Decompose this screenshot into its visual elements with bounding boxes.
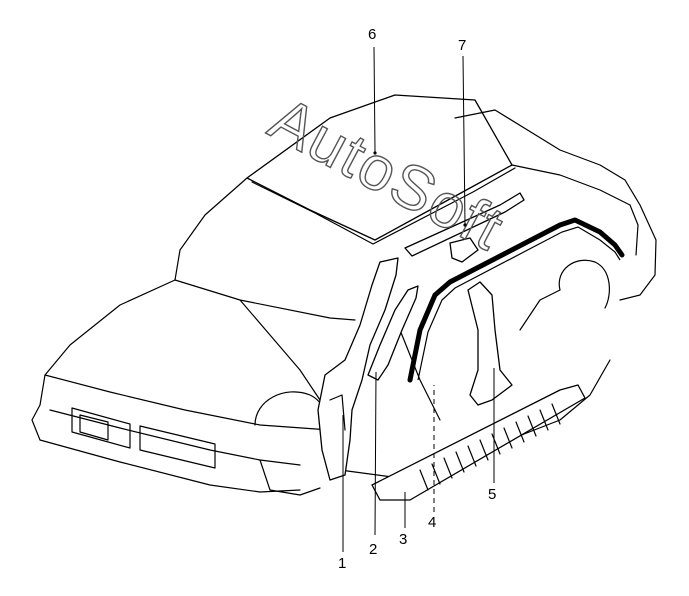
part-1-front-pillar: [317, 257, 399, 481]
front-wheel-arch: [254, 391, 330, 441]
hood-left-edge: [39, 279, 176, 406]
part-5-pillar-top: [449, 237, 479, 263]
label-5: 5: [488, 486, 496, 503]
hood-right-edge: [239, 299, 331, 431]
front-corner: [259, 459, 321, 496]
headlamp-right: [139, 425, 216, 469]
part-5-center-pillar: [467, 281, 513, 406]
leader-2: [374, 371, 377, 536]
part-2-pillar-reinforcement: [367, 285, 419, 381]
rear-deck-line: [454, 109, 657, 301]
a-pillar-line: [174, 177, 248, 281]
part-3-side-sill: [371, 384, 586, 501]
label-2: 2: [369, 541, 377, 558]
tail-edge-line: [629, 204, 639, 256]
front-bumper: [31, 404, 301, 493]
label-7: 7: [458, 37, 466, 54]
parts: [317, 192, 625, 501]
cowl-line: [174, 279, 356, 321]
part-4-weatherstrip-inner: [417, 226, 621, 381]
leader-7: [462, 55, 466, 225]
grille-center: [79, 414, 109, 441]
rear-wheel-arch: [558, 259, 610, 309]
leader-7-dot: [463, 223, 467, 227]
car-body-outline: [31, 94, 657, 496]
part-3-hatching: [419, 403, 561, 491]
roof-edge-line: [251, 167, 516, 245]
leader-6-dot: [373, 151, 377, 155]
hood-front-edge: [44, 374, 331, 431]
leader-lines: [342, 46, 495, 552]
headlamp-left: [71, 407, 131, 449]
grille-upper: [49, 409, 301, 466]
label-1: 1: [338, 555, 346, 572]
label-6: 6: [368, 26, 376, 43]
leader-6: [373, 46, 376, 153]
door-edge-line: [399, 329, 441, 421]
part-1-detail: [329, 394, 346, 431]
label-3: 3: [399, 531, 407, 548]
part-labels: 6 7 1 2 3 4 5: [338, 26, 496, 572]
trunk-line: [511, 164, 631, 206]
label-4: 4: [428, 514, 436, 531]
part-4-weatherstrip: [407, 217, 625, 383]
rear-quarter-lower: [519, 289, 561, 331]
